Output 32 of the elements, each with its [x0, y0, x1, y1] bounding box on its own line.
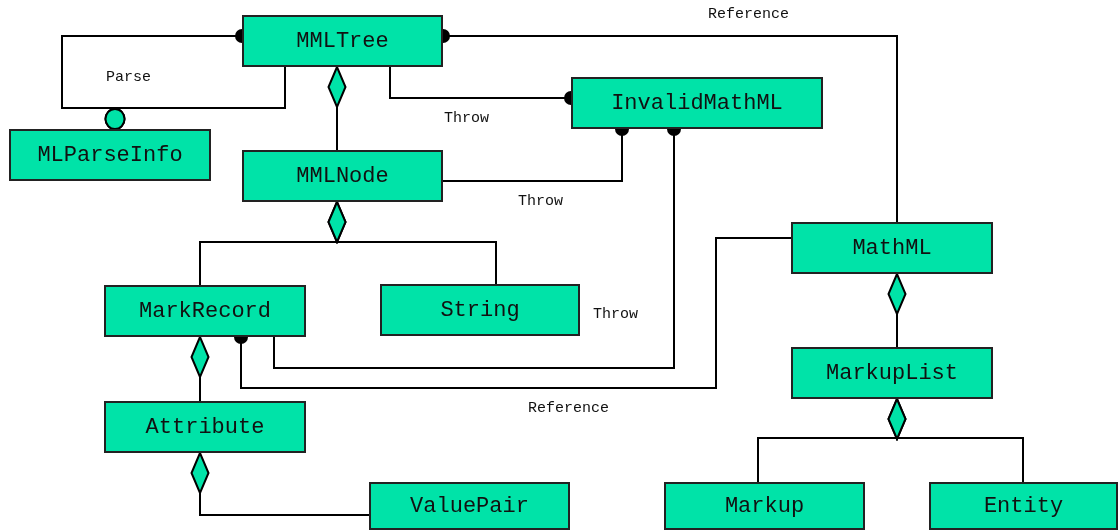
class-name: Markup: [724, 493, 805, 519]
class-box: [791, 347, 993, 399]
class-name: MMLTree: [296, 28, 389, 54]
connector: [104, 66, 286, 130]
class-name: Attribute: [145, 414, 265, 440]
class-name: MLParseInfo: [37, 142, 183, 168]
class-box: [104, 285, 306, 337]
class-box: [664, 482, 865, 530]
connector: [887, 273, 907, 348]
class-name: MarkRecord: [139, 298, 271, 324]
connector: [887, 398, 1024, 483]
class-name: MathML: [852, 235, 932, 261]
class-box: [791, 222, 993, 274]
connector: [190, 452, 370, 516]
class-name: Entity: [983, 493, 1064, 519]
class-box: [242, 15, 443, 67]
connector: [234, 237, 792, 389]
class-box: [929, 482, 1118, 530]
class-box: [104, 401, 306, 453]
class-name: MMLNode: [296, 163, 389, 189]
connector: [327, 66, 347, 151]
class-name: ValuePair: [410, 493, 529, 519]
class-box: [571, 77, 823, 129]
connector: [327, 201, 497, 285]
class-box: [369, 482, 570, 530]
class-box: [9, 129, 211, 181]
connector: [190, 336, 210, 402]
class-name: InvalidMathML: [611, 90, 783, 116]
class-name: MarkupList: [826, 360, 958, 386]
class-box: [380, 284, 580, 336]
class-name: String: [440, 297, 520, 323]
class-box: [242, 150, 443, 202]
